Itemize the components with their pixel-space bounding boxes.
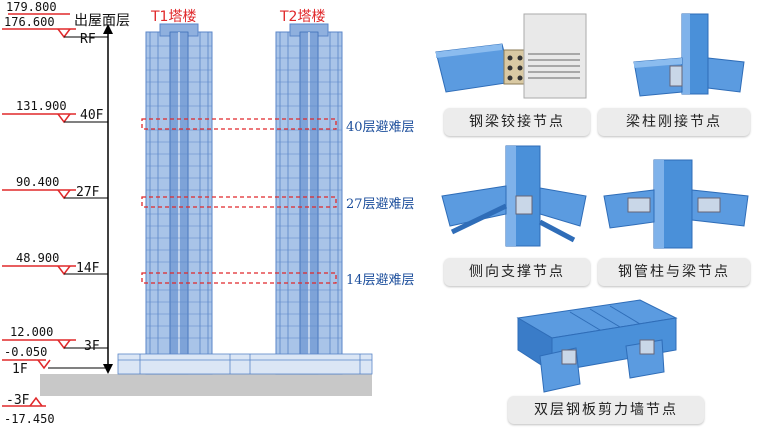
arrow-up-icon [103, 24, 113, 34]
elev-27f: 90.400 [16, 175, 60, 189]
t2-floor-lines [276, 45, 342, 339]
floor-b3: -3F [6, 393, 30, 408]
floor-rf: RF [80, 32, 96, 47]
t2-tower [275, 23, 343, 375]
refuge-14f: 14层避难层 [346, 273, 415, 288]
t2-title: T2塔楼 [280, 9, 326, 25]
caption-lateral-brace: 侧向支撑节点 [444, 258, 590, 286]
t1-tower [145, 23, 213, 375]
floor-ticks [48, 36, 108, 369]
elev-3f: 12.000 [10, 325, 54, 339]
podium [117, 353, 373, 375]
ground-slab [40, 374, 372, 396]
floor-14f: 14F [76, 261, 100, 276]
node-beam-hinge-illustration [435, 13, 587, 99]
node-rigid-joint-illustration [633, 13, 745, 97]
caption-tube-column: 钢管柱与梁节点 [598, 258, 750, 286]
caption-rigid-joint: 梁柱刚接节点 [598, 108, 750, 136]
floor-40f: 40F [80, 108, 104, 123]
floor-3f: 3F [84, 339, 100, 354]
caption-beam-hinge: 钢梁铰接节点 [444, 108, 590, 136]
floor-1f: 1F [12, 362, 28, 377]
arrow-down-icon [103, 364, 113, 374]
node-tube-column-illustration [603, 159, 749, 249]
elev-roof: 176.600 [4, 15, 55, 29]
caption-shear-wall: 双层钢板剪力墙节点 [508, 396, 704, 424]
t1-title: T1塔楼 [151, 9, 197, 25]
refuge-boxes [141, 118, 337, 284]
elev-b3: -17.450 [4, 412, 55, 426]
t1-floor-lines [146, 45, 212, 339]
floor-27f: 27F [76, 185, 100, 200]
node-shear-wall-illustration [516, 299, 678, 393]
refuge-27f: 27层避难层 [346, 197, 415, 212]
elev-14f: 48.900 [16, 251, 60, 265]
elev-top: 179.800 [6, 0, 57, 14]
refuge-40f: 40层避难层 [346, 120, 415, 135]
elev-1f: -0.050 [4, 345, 48, 359]
node-lateral-brace-illustration [441, 145, 587, 247]
roof-label: 出屋面层 [74, 13, 130, 29]
elev-40f: 131.900 [16, 99, 67, 113]
